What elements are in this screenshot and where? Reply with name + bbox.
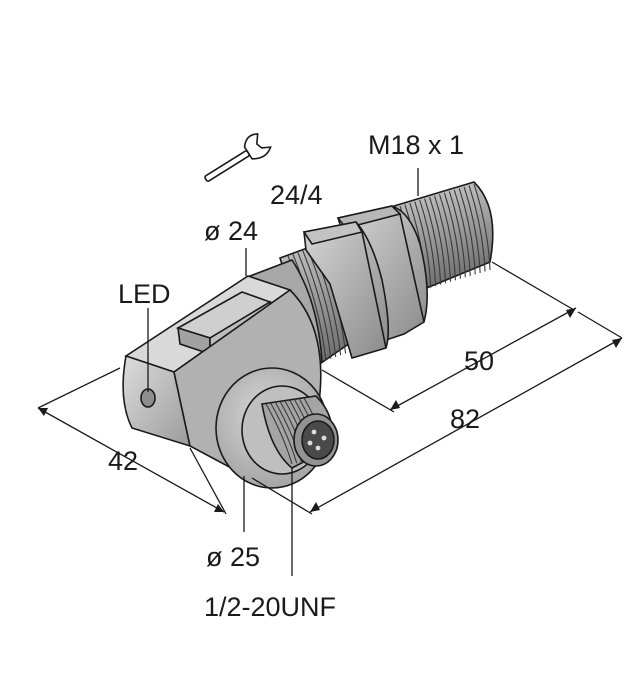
length-total-label: 82 xyxy=(450,404,480,434)
thread-size-label: M18 x 1 xyxy=(368,130,464,160)
hex-nut-front xyxy=(302,221,390,359)
head-diameter-label: ø 25 xyxy=(206,542,260,572)
connector-thread-label: 1/2-20UNF xyxy=(204,592,336,622)
led-label: LED xyxy=(118,279,171,309)
head-width-label: 42 xyxy=(108,446,138,476)
wrench-size-label: 24/4 xyxy=(270,180,323,210)
sensor-body xyxy=(122,181,494,489)
m12-connector-plug xyxy=(261,395,339,469)
dimension-lines xyxy=(37,168,623,576)
length-short-label: 50 xyxy=(464,346,494,376)
nut-diameter-label: ø 24 xyxy=(204,216,258,246)
wrench-icon xyxy=(204,133,272,182)
